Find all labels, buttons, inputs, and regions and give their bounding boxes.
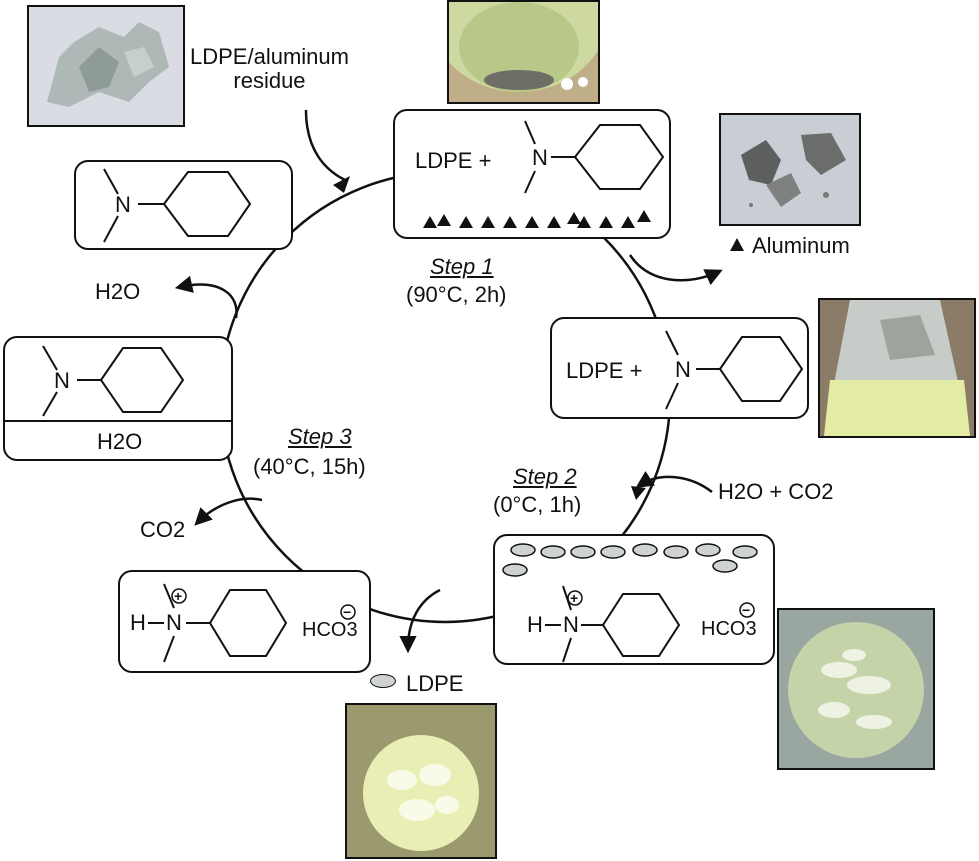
ring-arrowhead-right (631, 486, 646, 500)
amine-structure-phase: N (42, 345, 185, 417)
h2o-co2-input-label: H2O + CO2 (718, 479, 834, 504)
co2-output-arrow (194, 497, 263, 526)
amine-structure-left: N (103, 168, 252, 243)
cation-charge: + (174, 588, 182, 604)
photo-step2-precipitate (777, 608, 935, 770)
bicarbonate-label: HCO3 (302, 619, 358, 641)
box-dissolved-prefix: LDPE + (566, 358, 643, 383)
photo-ldpe-aluminum-residue (27, 5, 185, 127)
photo-step1-solution (818, 298, 976, 438)
step3-conditions: (40°C, 15h) (253, 454, 366, 479)
anion-charge: − (343, 604, 351, 620)
step3-label: Step 3 (288, 424, 352, 449)
box-dissolved-mixture: LDPE + N (550, 317, 809, 419)
box-step3-salt: H N + HCO3 − (118, 570, 371, 673)
nitrogen-atom: N (563, 612, 579, 637)
aluminum-triangle-icon (730, 238, 744, 251)
ldpe-label: LDPE (406, 671, 464, 696)
bicarbonate-salt-right: H N + HCO3 − (527, 585, 757, 663)
ldpe-legend: LDPE (370, 671, 464, 696)
amine-hydrogen: H (130, 610, 146, 635)
aluminum-label: Aluminum (752, 233, 850, 258)
bicarbonate-label: HCO3 (701, 618, 757, 640)
aluminum-legend: Aluminum (730, 233, 850, 258)
box-step1-prefix: LDPE + (415, 148, 492, 173)
nitrogen-atom: N (675, 357, 691, 382)
amine-structure-top: N (524, 120, 665, 194)
residue-input-arrow (304, 109, 346, 182)
ldpe-pellet-icon (370, 674, 396, 688)
photo-recovered-ldpe (345, 703, 497, 859)
anion-charge: − (742, 602, 750, 618)
amine-hydrogen: H (527, 612, 543, 637)
step1-label: Step 1 (430, 254, 494, 279)
nitrogen-atom: N (532, 145, 548, 170)
photo-step1-flask (447, 0, 600, 104)
residue-label-text: LDPE/aluminum residue (190, 44, 349, 94)
bicarbonate-salt-left: H N + HCO3 − (130, 583, 358, 663)
step1-conditions: (90°C, 2h) (406, 282, 507, 307)
residue-label: LDPE/aluminum residue (190, 44, 349, 94)
ldpe-particles (502, 543, 758, 577)
co2-output-label: CO2 (140, 517, 186, 542)
h2o-co2-input-arrow (635, 470, 713, 493)
amine-structure-right: N (665, 330, 804, 410)
water-phase-label: H2O (97, 429, 143, 454)
step2-label: Step 2 (513, 464, 577, 489)
box-amine-water-phases: N H2O (3, 336, 233, 461)
box-step1-mixture: LDPE + N (393, 109, 671, 239)
aluminum-particles (423, 210, 651, 228)
nitrogen-atom: N (54, 368, 70, 393)
aluminum-output-arrow (628, 254, 723, 286)
ring-arrowhead-top (333, 176, 350, 193)
nitrogen-atom: N (166, 610, 182, 635)
box-recovered-amine: N (74, 160, 293, 250)
nitrogen-atom: N (115, 192, 131, 217)
h2o-output-arrow (174, 275, 238, 319)
h2o-output-label: H2O (95, 279, 141, 304)
cation-charge: + (570, 590, 578, 606)
ldpe-output-arrow (399, 588, 441, 654)
box-step2-precipitation: H N + HCO3 − (493, 534, 775, 665)
photo-aluminum (719, 113, 861, 226)
step2-conditions: (0°C, 1h) (493, 492, 582, 517)
phase-divider (5, 420, 231, 422)
